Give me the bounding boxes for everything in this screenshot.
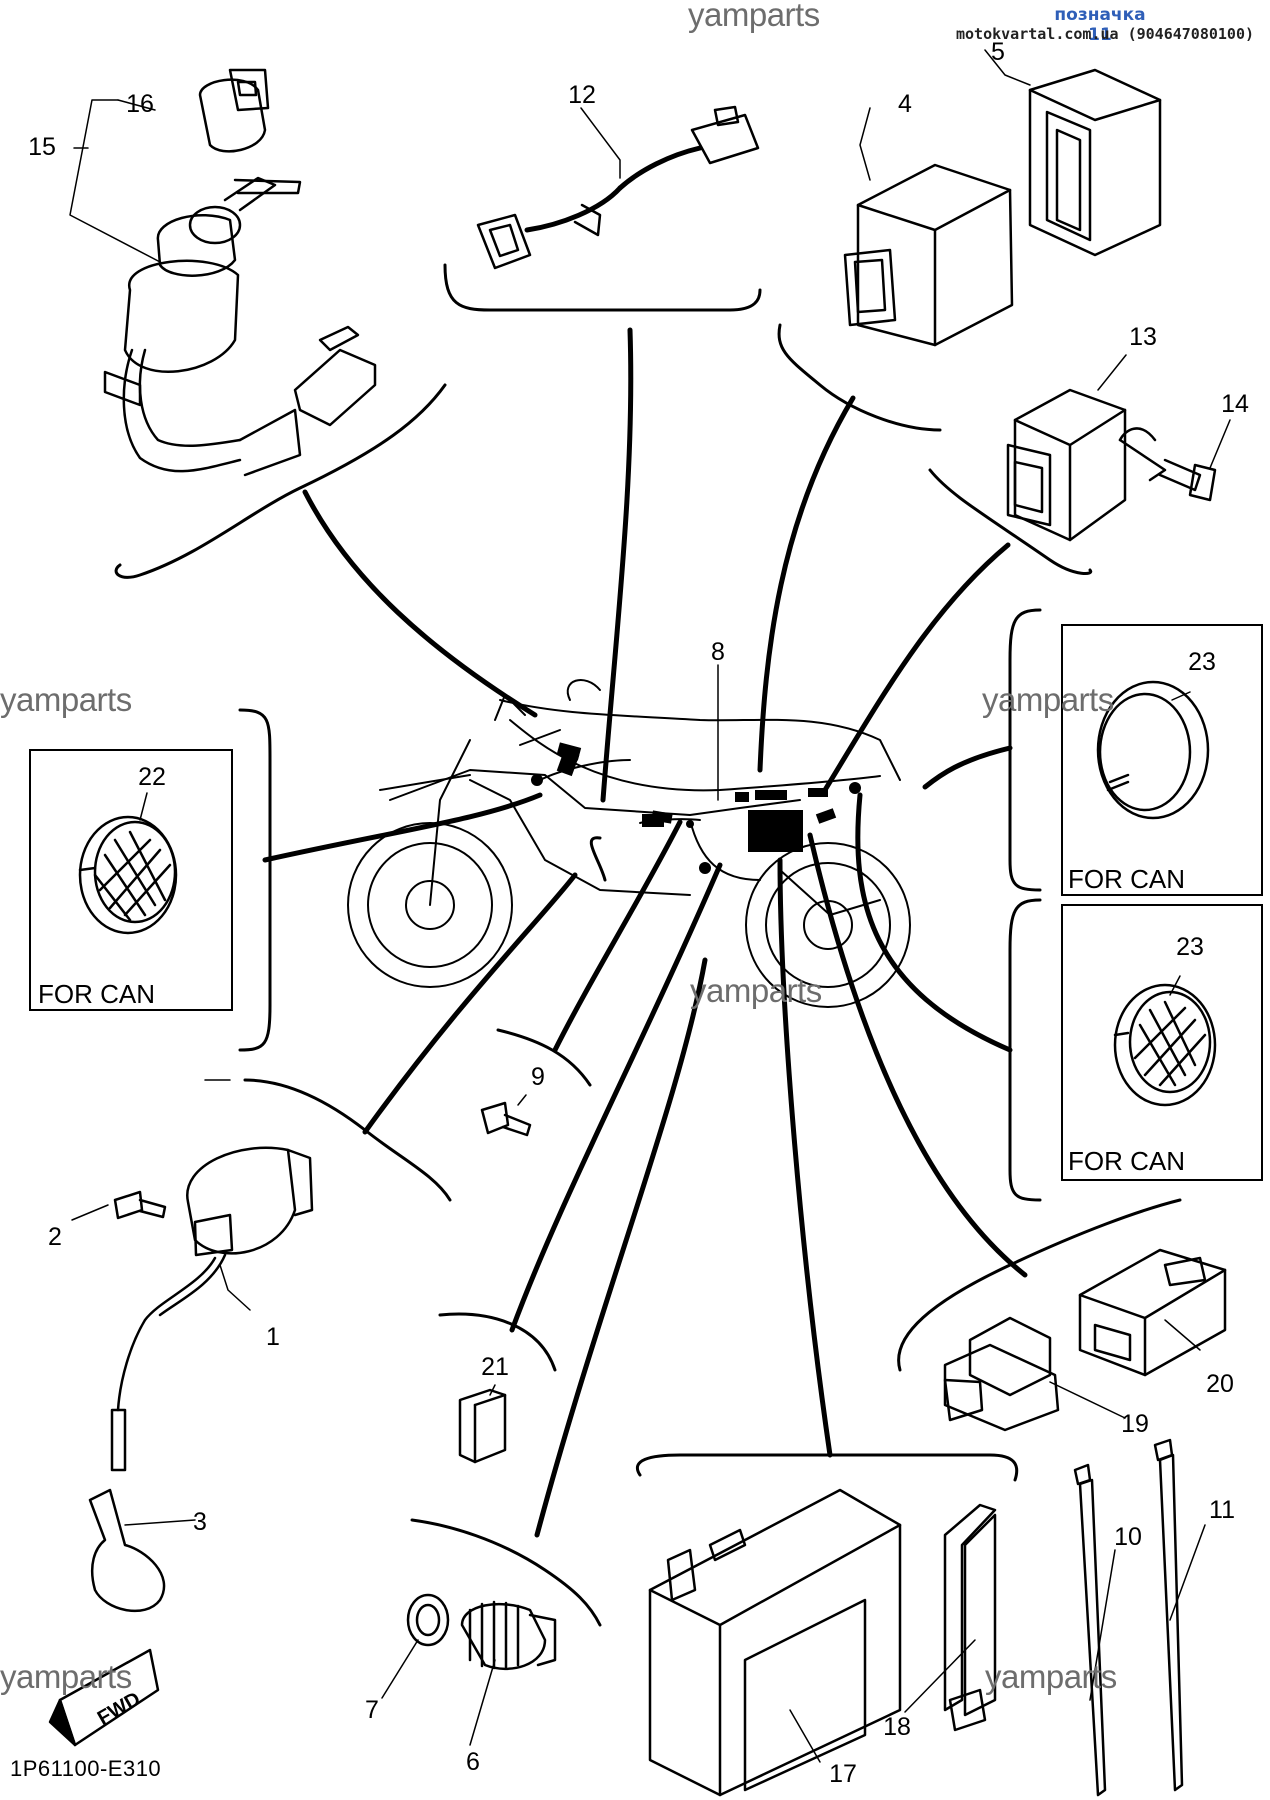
callout-13: 13 <box>1129 323 1157 351</box>
callout-21: 21 <box>481 1353 509 1381</box>
watermark-bottom-left: yamparts <box>0 1658 132 1695</box>
leader-wires <box>262 327 1028 1538</box>
motorcycle-outline <box>347 679 911 1008</box>
callout-3: 3 <box>193 1508 207 1536</box>
watermark-top: yamparts <box>688 0 820 33</box>
callout-8: 8 <box>711 638 725 666</box>
callout-19: 19 <box>1121 1410 1149 1438</box>
coupler-illustrations <box>943 1248 1227 1432</box>
lead-connector-illustration <box>476 105 760 270</box>
callout-7: 7 <box>365 1696 379 1724</box>
bike-connectors <box>531 742 861 874</box>
for-can-label-23a: FOR CAN <box>1068 864 1185 894</box>
relay-unit-illustration <box>843 68 1162 347</box>
document-code: 1P61100-E310 <box>10 1756 162 1781</box>
callout-20: 20 <box>1206 1370 1234 1398</box>
callout-11: 11 <box>1209 1496 1235 1524</box>
callout-18: 18 <box>883 1713 911 1741</box>
cable-ties-illustration <box>1073 1438 1184 1797</box>
reflector-illustrations <box>78 680 1217 1107</box>
fwd-arrow-icon <box>48 1648 160 1747</box>
ignition-coil-illustration <box>88 1146 314 1613</box>
watermark-center: yamparts <box>690 972 822 1009</box>
callout-2: 2 <box>48 1223 62 1251</box>
socket-screw-illustration <box>1006 388 1217 542</box>
callout-leaders <box>71 49 1231 1763</box>
callout-6: 6 <box>466 1748 480 1776</box>
screw-9-illustration <box>480 1101 532 1137</box>
sender-gasket-illustration <box>406 1593 557 1670</box>
callout-15: 15 <box>28 133 56 161</box>
watermark-left: yamparts <box>0 681 132 718</box>
watermark-right: yamparts <box>982 681 1114 718</box>
group-brackets <box>114 263 1182 1627</box>
for-can-label-23b: FOR CAN <box>1068 1146 1185 1176</box>
callout-14: 14 <box>1221 390 1249 418</box>
header-label: позначка 11 <box>1054 5 1146 45</box>
callout-23b: 23 <box>1176 933 1204 961</box>
callout-12: 12 <box>568 81 596 109</box>
callout-22: 22 <box>138 763 166 791</box>
callout-17: 17 <box>829 1760 857 1788</box>
fuse-illustration <box>458 1388 507 1464</box>
callout-9: 9 <box>531 1063 545 1091</box>
callout-16: 16 <box>126 90 154 118</box>
callout-23a: 23 <box>1188 648 1216 676</box>
callout-4: 4 <box>898 90 912 118</box>
battery-band-illustration <box>943 1503 997 1732</box>
callout-5: 5 <box>991 38 1005 66</box>
battery-illustration <box>648 1488 902 1797</box>
for-can-boxes <box>29 624 1263 1181</box>
watermark-bottom-right: yamparts <box>985 1658 1117 1695</box>
header-site: motokvartal.com.ua (904647080100) <box>955 25 1254 43</box>
main-switch-illustration <box>69 68 377 477</box>
callout-1: 1 <box>266 1323 280 1351</box>
callout-10: 10 <box>1114 1523 1142 1551</box>
for-can-label-22: FOR CAN <box>38 979 155 1009</box>
